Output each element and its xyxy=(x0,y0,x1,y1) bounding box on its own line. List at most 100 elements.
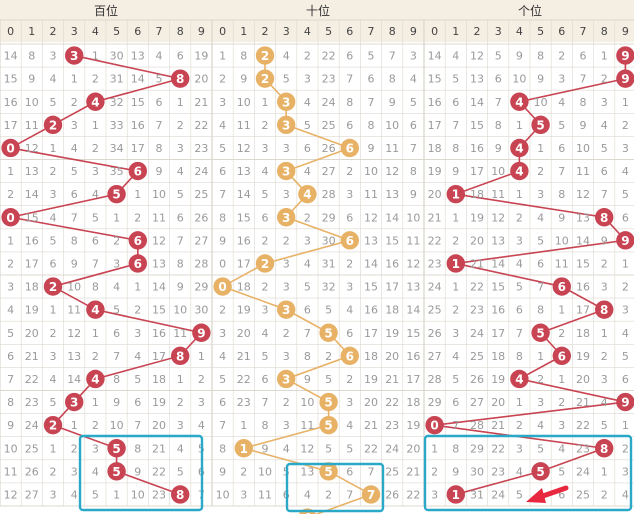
cell-value: 5 xyxy=(50,234,57,247)
cell-value: 6 xyxy=(262,373,269,386)
cell-value: 10 xyxy=(131,488,145,501)
cell-value: 13 xyxy=(470,73,484,86)
winning-number: 9 xyxy=(197,326,205,340)
cell-value: 14 xyxy=(237,188,251,201)
arrow-icon xyxy=(526,488,546,503)
cell-value: 8 xyxy=(495,119,502,132)
cell-value: 30 xyxy=(194,304,208,317)
cell-value: 12 xyxy=(576,188,590,201)
cell-value: 10 xyxy=(216,488,230,501)
cell-value: 18 xyxy=(470,188,484,201)
winning-number: 6 xyxy=(346,349,354,363)
cell-value: 6 xyxy=(346,50,353,63)
cell-value: 22 xyxy=(428,234,442,247)
winning-number: 5 xyxy=(536,326,544,340)
winning-ball xyxy=(510,138,529,158)
cell-value: 13 xyxy=(406,281,420,294)
winning-number: 5 xyxy=(112,188,120,202)
cell-value: 3 xyxy=(177,142,184,155)
cell-value: 16 xyxy=(491,304,505,317)
cell-value: 19 xyxy=(470,211,484,224)
cell-value: 2 xyxy=(325,488,332,501)
cell-value: 14 xyxy=(131,73,145,86)
cell-value: 6 xyxy=(346,211,353,224)
cell-value: 4 xyxy=(71,142,78,155)
cell-value: 2 xyxy=(71,96,78,109)
winning-number: 5 xyxy=(536,465,544,479)
cell-value: 8 xyxy=(304,350,311,363)
cell-value: 4 xyxy=(7,304,14,317)
cell-value: 4 xyxy=(622,165,629,178)
cell-value: 8 xyxy=(71,234,78,247)
cell-value: 20 xyxy=(152,419,166,432)
cell-value: 22 xyxy=(385,396,399,409)
cell-value: 17 xyxy=(470,165,484,178)
cell-value: 3 xyxy=(92,165,99,178)
cell-value: 10 xyxy=(25,96,39,109)
winning-ball xyxy=(43,277,63,296)
cell-value: 16 xyxy=(131,119,145,132)
cell-value: 15 xyxy=(428,73,442,86)
winning-number: 4 xyxy=(91,303,99,317)
cell-value: 6 xyxy=(516,304,523,317)
cell-value: 3 xyxy=(558,73,565,86)
winning-number: 0 xyxy=(430,419,438,433)
cell-value: 8 xyxy=(28,50,35,63)
cell-value: 8 xyxy=(389,73,396,86)
cell-value: 6 xyxy=(622,211,629,224)
cell-value: 8 xyxy=(346,96,353,109)
cell-value: 4 xyxy=(177,442,184,455)
cell-value: 1 xyxy=(622,257,629,270)
cell-value: 1 xyxy=(134,188,141,201)
cell-value: 2 xyxy=(50,327,57,340)
cell-value: 19 xyxy=(237,304,251,317)
cell-value: 7 xyxy=(92,257,99,270)
cell-value: 1 xyxy=(92,119,99,132)
cell-value: 19 xyxy=(364,373,378,386)
cell-value: 7 xyxy=(516,327,523,340)
cell-value: 18 xyxy=(576,327,590,340)
cell-value: 6 xyxy=(346,119,353,132)
cell-value: 4 xyxy=(346,419,353,432)
cell-value: 6 xyxy=(262,211,269,224)
column-header: 6 xyxy=(134,25,141,38)
cell-value: 8 xyxy=(240,50,247,63)
cell-value: 10 xyxy=(173,304,187,317)
cell-value: 19 xyxy=(385,327,399,340)
cell-value: 5 xyxy=(262,350,269,363)
cell-value: 2 xyxy=(558,50,565,63)
column-header-bg xyxy=(424,20,634,42)
cell-value: 25 xyxy=(470,350,484,363)
cell-value: 3 xyxy=(50,50,57,63)
winning-ball xyxy=(86,369,105,389)
cell-value: 1 xyxy=(431,442,438,455)
cell-value: 7 xyxy=(410,142,417,155)
cell-value: 9 xyxy=(262,442,269,455)
column-header: 0 xyxy=(431,25,438,38)
winning-number: 0 xyxy=(6,141,14,155)
cell-value: 2 xyxy=(92,73,99,86)
cell-value: 20 xyxy=(194,73,208,86)
cell-value: 28 xyxy=(470,419,484,432)
winning-number: 1 xyxy=(452,488,460,502)
cell-value: 12 xyxy=(25,142,39,155)
winning-ball xyxy=(319,415,338,435)
cell-value: 8 xyxy=(368,119,375,132)
column-header: 3 xyxy=(71,25,78,38)
cell-value: 14 xyxy=(364,257,378,270)
cell-value: 2 xyxy=(283,234,290,247)
cell-value: 3 xyxy=(516,234,523,247)
cell-value: 15 xyxy=(576,257,590,270)
winning-number: 6 xyxy=(134,234,142,248)
cell-value: 20 xyxy=(428,188,442,201)
cell-value: 4 xyxy=(156,50,163,63)
winning-number: 4 xyxy=(515,95,523,109)
cell-value: 15 xyxy=(406,327,420,340)
cell-value: 5 xyxy=(368,50,375,63)
cell-value: 1 xyxy=(601,50,608,63)
cell-value: 25 xyxy=(25,442,39,455)
cell-value: 5 xyxy=(92,488,99,501)
cell-value: 14 xyxy=(428,50,442,63)
cell-value: 9 xyxy=(28,73,35,86)
winning-ball xyxy=(1,208,20,227)
